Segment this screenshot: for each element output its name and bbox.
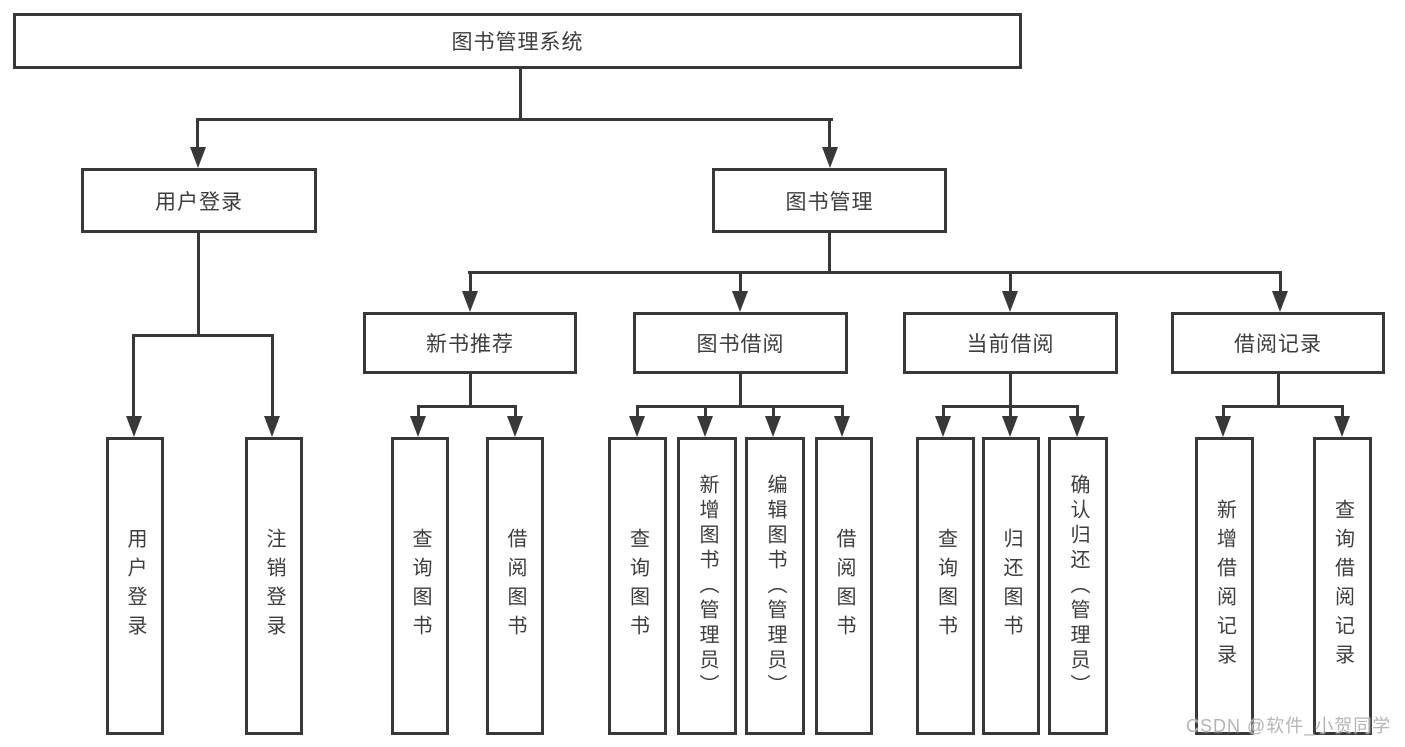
node-user-login: 用户登录: [81, 168, 317, 233]
arrow-down-icon: [822, 147, 838, 168]
arrow-down-icon: [765, 416, 781, 437]
arrow-down-icon: [462, 291, 478, 312]
leaf-label: 新增图书（管理员）: [696, 473, 718, 699]
arrow-down-icon: [1334, 416, 1350, 437]
arrow-down-icon: [126, 416, 142, 437]
arrow-down-icon: [507, 416, 523, 437]
connector-segment: [828, 118, 831, 150]
leaf-label: 新增借阅记录: [1213, 499, 1236, 673]
leaf-add-borrow-record: 新增借阅记录: [1195, 437, 1254, 735]
connector-segment: [636, 405, 639, 418]
connector-segment: [469, 271, 472, 293]
node-book-management: 图书管理: [712, 168, 947, 233]
connector-segment: [704, 405, 707, 418]
arrow-down-icon: [1215, 416, 1231, 437]
connector-segment: [1009, 405, 1012, 418]
connector-segment: [828, 233, 831, 273]
node-label: 当前借阅: [966, 333, 1055, 356]
arrow-down-icon: [1002, 291, 1018, 312]
connector-segment: [196, 118, 199, 150]
connector-segment: [739, 271, 742, 293]
node-label: 图书管理: [785, 190, 874, 214]
connector-segment: [1009, 374, 1012, 408]
connector-segment: [1222, 405, 1344, 408]
leaf-label: 确认归还（管理员）: [1067, 473, 1089, 699]
node-label: 图书借阅: [696, 333, 785, 356]
connector-segment: [1222, 405, 1225, 418]
leaf-label: 借阅图书: [833, 528, 855, 644]
arrow-down-icon: [732, 291, 748, 312]
leaf-label: 查询图书: [934, 528, 957, 644]
leaf-return-books: 归还图书: [982, 437, 1040, 735]
arrow-down-icon: [1272, 291, 1288, 312]
connector-segment: [772, 405, 775, 418]
connector-segment: [1076, 405, 1079, 418]
leaf-query-books-borrow: 查询图书: [608, 437, 667, 735]
arrow-down-icon: [190, 147, 206, 168]
csdn-watermark: CSDN @软件_小贺同学: [1186, 716, 1392, 736]
connector-segment: [271, 334, 274, 418]
arrow-down-icon: [935, 416, 951, 437]
leaf-label: 注销登录: [263, 528, 285, 644]
leaf-label: 编辑图书（管理员）: [764, 473, 786, 699]
arrow-down-icon: [697, 416, 713, 437]
node-root-library-system: 图书管理系统: [13, 13, 1022, 69]
leaf-query-books-current: 查询图书: [916, 437, 975, 735]
arrow-down-icon: [1002, 416, 1018, 437]
connector-segment: [739, 374, 742, 408]
connector-segment: [469, 374, 472, 408]
leaf-edit-books-admin: 编辑图书（管理员）: [745, 437, 805, 735]
leaf-logout: 注销登录: [245, 437, 303, 735]
node-label: 图书管理系统: [451, 31, 584, 54]
connector-segment: [1009, 271, 1012, 293]
leaf-label: 归还图书: [1000, 528, 1022, 644]
connector-segment: [514, 405, 517, 418]
connector-segment: [519, 67, 522, 120]
connector-segment: [1341, 405, 1344, 418]
arrow-down-icon: [1069, 416, 1085, 437]
node-label: 新书推荐: [426, 333, 514, 356]
node-borrow-records: 借阅记录: [1171, 312, 1385, 374]
node-current-borrow: 当前借阅: [903, 312, 1118, 374]
leaf-borrow-books: 借阅图书: [815, 437, 873, 735]
connector-segment: [1277, 374, 1280, 408]
connector-segment: [841, 405, 844, 418]
node-label: 用户登录: [155, 190, 243, 214]
leaf-label: 查询图书: [626, 528, 649, 644]
leaf-borrow-books-recommend: 借阅图书: [486, 437, 544, 735]
arrow-down-icon: [264, 416, 280, 437]
arrow-down-icon: [629, 416, 645, 437]
arrow-down-icon: [410, 416, 426, 437]
connector-segment: [197, 233, 200, 337]
leaf-label: 借阅图书: [504, 528, 526, 644]
leaf-query-books-recommend: 查询图书: [391, 437, 449, 735]
connector-segment: [636, 405, 844, 408]
node-book-borrow: 图书借阅: [633, 312, 848, 374]
leaf-user-login: 用户登录: [106, 437, 164, 735]
arrow-down-icon: [834, 416, 850, 437]
connector-segment: [417, 405, 420, 418]
node-new-book-recommend: 新书推荐: [363, 312, 577, 374]
connector-segment: [132, 334, 135, 418]
leaf-label: 查询借阅记录: [1331, 499, 1354, 673]
connector-segment: [468, 271, 1282, 274]
leaf-label: 用户登录: [124, 528, 146, 644]
connector-segment: [196, 118, 833, 121]
leaf-label: 查询图书: [409, 528, 431, 644]
connector-segment: [417, 405, 517, 408]
connector-segment: [132, 334, 274, 337]
connector-segment: [1279, 271, 1282, 293]
leaf-query-borrow-record: 查询借阅记录: [1313, 437, 1372, 735]
node-label: 借阅记录: [1234, 333, 1322, 356]
leaf-add-books-admin: 新增图书（管理员）: [677, 437, 737, 735]
connector-segment: [942, 405, 945, 418]
leaf-confirm-return-admin: 确认归还（管理员）: [1048, 437, 1108, 735]
